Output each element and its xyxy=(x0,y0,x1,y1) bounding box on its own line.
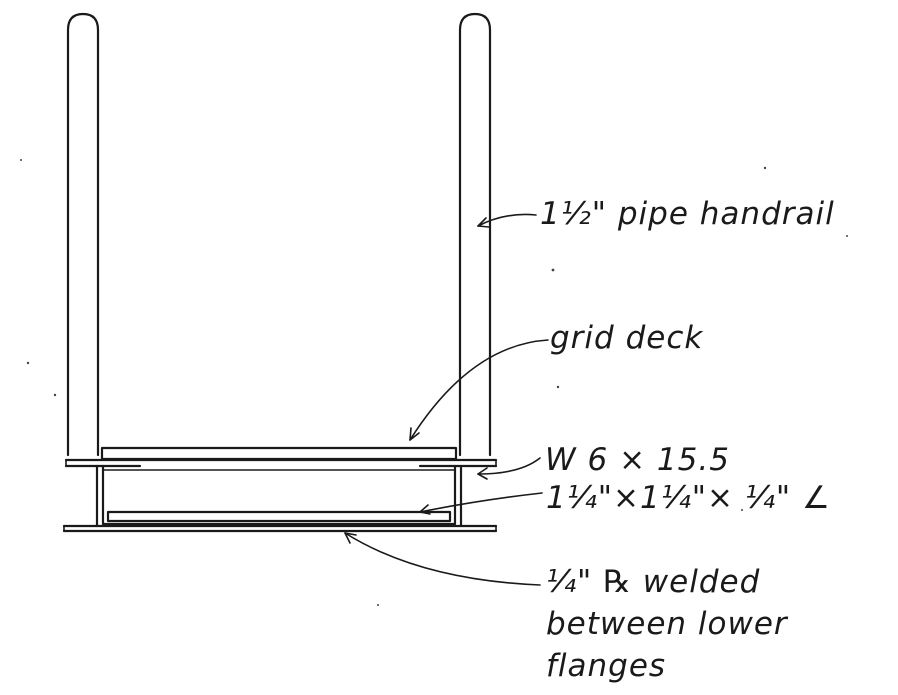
deck-label: grid deck xyxy=(550,320,703,356)
plate-label-line2: between lower xyxy=(546,606,789,642)
right-handrail-pipe xyxy=(458,12,492,457)
grid-deck xyxy=(100,446,458,461)
plate-label-line3: flanges xyxy=(546,648,666,684)
scan-specks xyxy=(20,159,848,606)
deck-leader xyxy=(409,339,549,441)
handrail-leader xyxy=(477,213,537,228)
beam-leader xyxy=(477,457,541,480)
angle-label: 1¼"×1¼"× ¼" ∠ xyxy=(546,480,831,516)
beam-label: W 6 × 15.5 xyxy=(545,442,730,478)
upper-flanges xyxy=(64,458,498,468)
beam-webs xyxy=(95,464,463,528)
plate-label-line1: ¼" ℞ welded xyxy=(546,564,760,600)
plate-leader xyxy=(344,532,541,586)
handrail-label: 1½" pipe handrail xyxy=(540,196,835,232)
angle-leader xyxy=(419,492,543,515)
lower-flanges xyxy=(62,524,498,533)
angle-and-plate xyxy=(101,510,457,526)
left-handrail-pipe xyxy=(66,12,100,457)
